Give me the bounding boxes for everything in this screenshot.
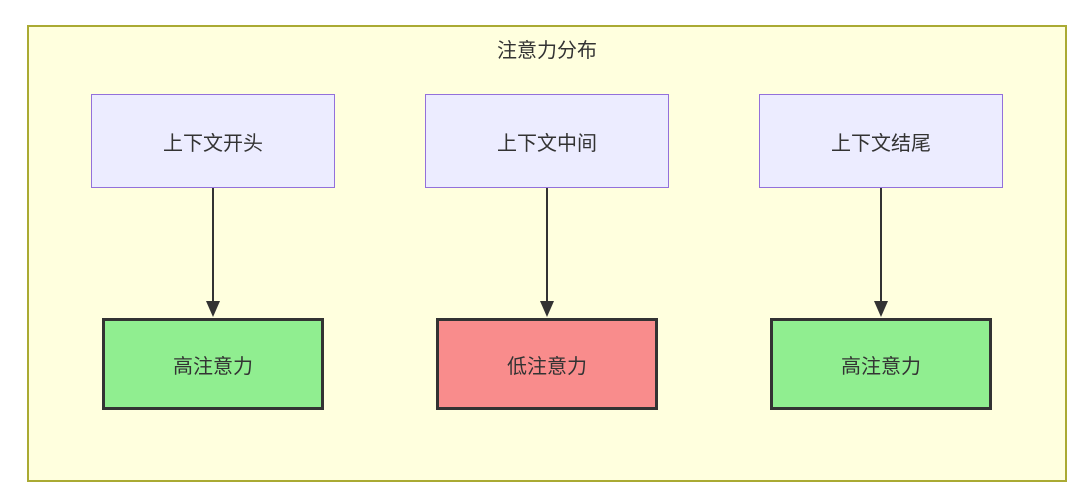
node-low-attention-label: 低注意力 (507, 355, 587, 378)
node-context-start: 上下文开头 (91, 94, 335, 188)
columns-row: 上下文开头 高注意力 上下文中间 低注意力 上下文结 (29, 94, 1065, 410)
node-context-start-label: 上下文开头 (163, 132, 263, 155)
flow-column-context-end: 上下文结尾 高注意力 (759, 94, 1003, 410)
arrow-down-icon (206, 188, 220, 317)
node-high-attention-1-label: 高注意力 (173, 355, 253, 378)
diagram-title: 注意力分布 (497, 40, 597, 62)
node-context-middle-label: 上下文中间 (497, 132, 597, 155)
node-context-end-label: 上下文结尾 (831, 132, 931, 155)
node-high-attention-2-label: 高注意力 (841, 355, 921, 378)
node-context-end: 上下文结尾 (759, 94, 1003, 188)
node-high-attention-1: 高注意力 (102, 318, 324, 410)
node-context-middle: 上下文中间 (425, 94, 669, 188)
flow-column-context-middle: 上下文中间 低注意力 (425, 94, 669, 410)
node-high-attention-2: 高注意力 (770, 318, 992, 410)
arrow-down-icon (874, 188, 888, 317)
node-low-attention: 低注意力 (436, 318, 658, 410)
diagram-container: 注意力分布 上下文开头 高注意力 上下文中间 低注意力 (27, 25, 1067, 482)
arrow-down-icon (540, 188, 554, 317)
flow-column-context-start: 上下文开头 高注意力 (91, 94, 335, 410)
